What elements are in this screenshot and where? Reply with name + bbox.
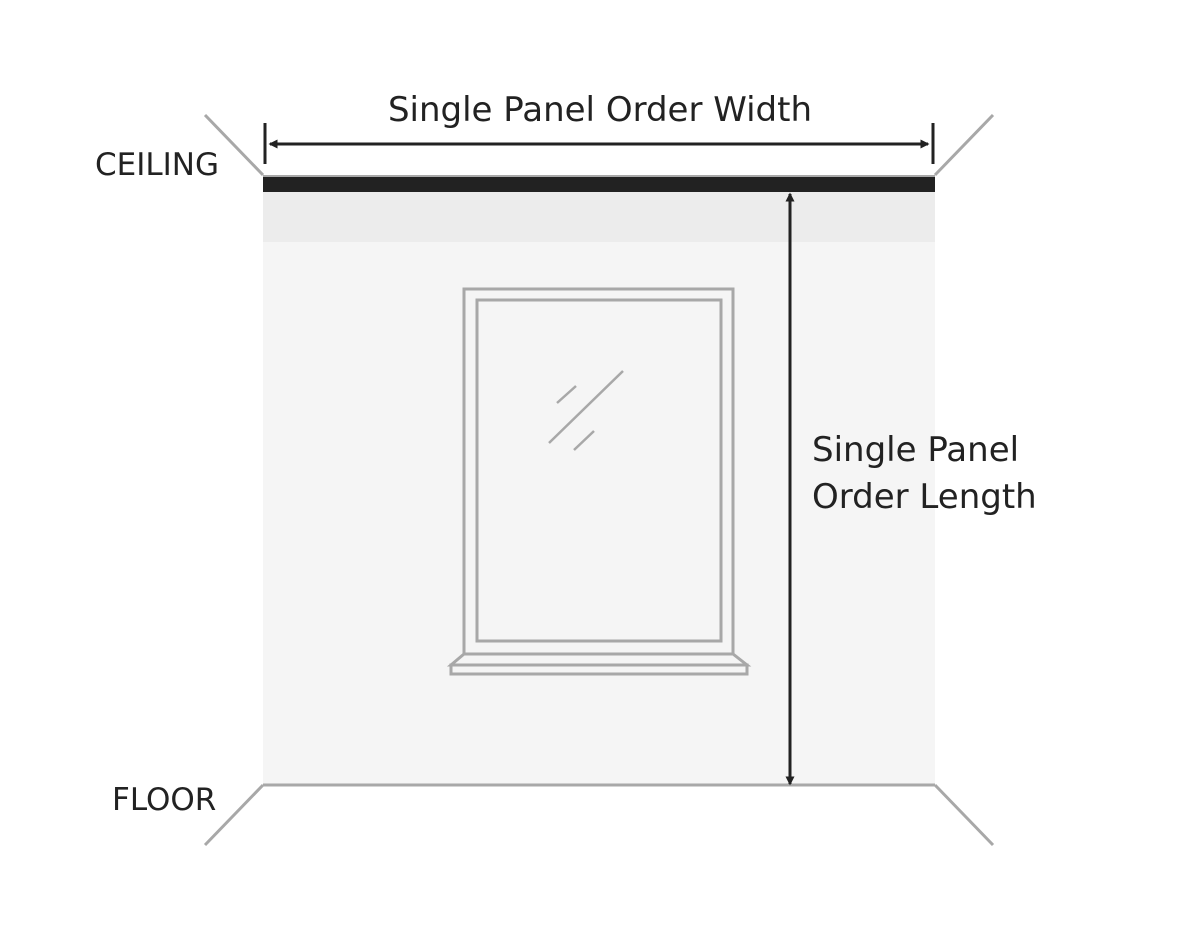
ceiling-corner-right: [933, 113, 995, 177]
window: [446, 287, 752, 676]
glass-reflection-1: [556, 385, 577, 404]
ceiling-label: CEILING: [95, 147, 219, 183]
floor-corner-left: [203, 783, 265, 847]
length-label-line1: Single Panel: [812, 430, 1019, 470]
wall-top-band: [263, 192, 935, 242]
ceiling-corner-left: [203, 113, 265, 177]
floor-corner-right: [933, 783, 995, 847]
window-inner-frame: [475, 298, 723, 643]
wall: [263, 192, 935, 784]
width-label: Single Panel Order Width: [388, 90, 812, 130]
window-sill-bottom: [449, 663, 749, 676]
floor-label: FLOOR: [112, 782, 216, 818]
glass-reflection-2: [548, 370, 624, 444]
curtain-rod: [263, 177, 935, 192]
length-label-line2: Order Length: [812, 477, 1037, 517]
glass-reflection-3: [573, 430, 595, 451]
